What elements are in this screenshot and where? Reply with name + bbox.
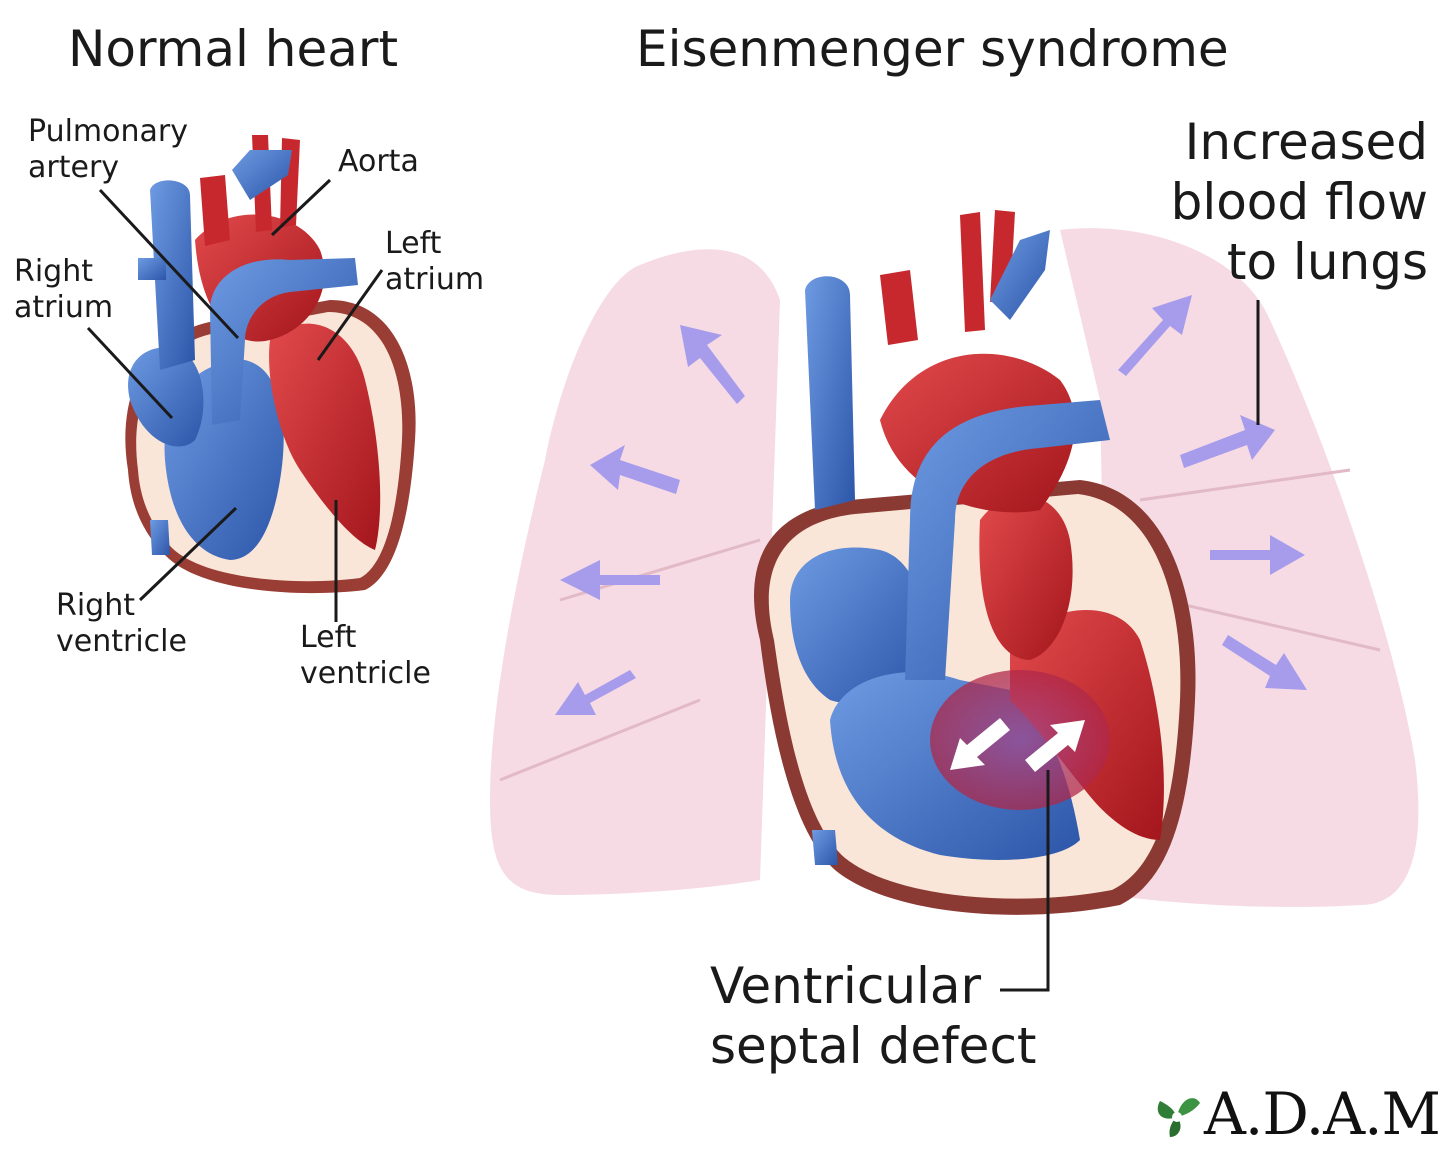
label-left-atrium: Left atrium <box>385 226 485 297</box>
label-ventricular-septal-defect: Ventricular septal defect <box>710 957 1037 1075</box>
normal-heart <box>125 135 416 594</box>
eisenmenger-leader-lines <box>1000 300 1260 992</box>
lung-flow-arrows <box>555 295 1307 715</box>
label-left-ventricle: Left ventricle <box>300 620 431 691</box>
adam-logo-text: A.D.A.M. <box>1204 1080 1440 1148</box>
eisenmenger-heart <box>754 210 1196 915</box>
vsd-arrows <box>950 718 1085 772</box>
label-right-atrium: Right atrium <box>14 254 114 325</box>
left-lung-shape <box>490 249 780 896</box>
leaf-icon <box>1157 1098 1200 1137</box>
label-pulmonary-artery: Pulmonary artery <box>28 114 188 185</box>
label-right-ventricle: Right ventricle <box>56 588 187 659</box>
adam-logo: A.D.A.M. <box>1150 1080 1440 1148</box>
label-aorta: Aorta <box>338 144 419 179</box>
title-eisenmenger: Eisenmenger syndrome <box>636 20 1229 78</box>
label-increased-blood-flow: Increased blood flow to lungs <box>1170 113 1428 291</box>
normal-leader-lines <box>86 178 384 622</box>
normal-left-ventricle-shape <box>269 323 381 550</box>
title-normal-heart: Normal heart <box>68 20 399 78</box>
